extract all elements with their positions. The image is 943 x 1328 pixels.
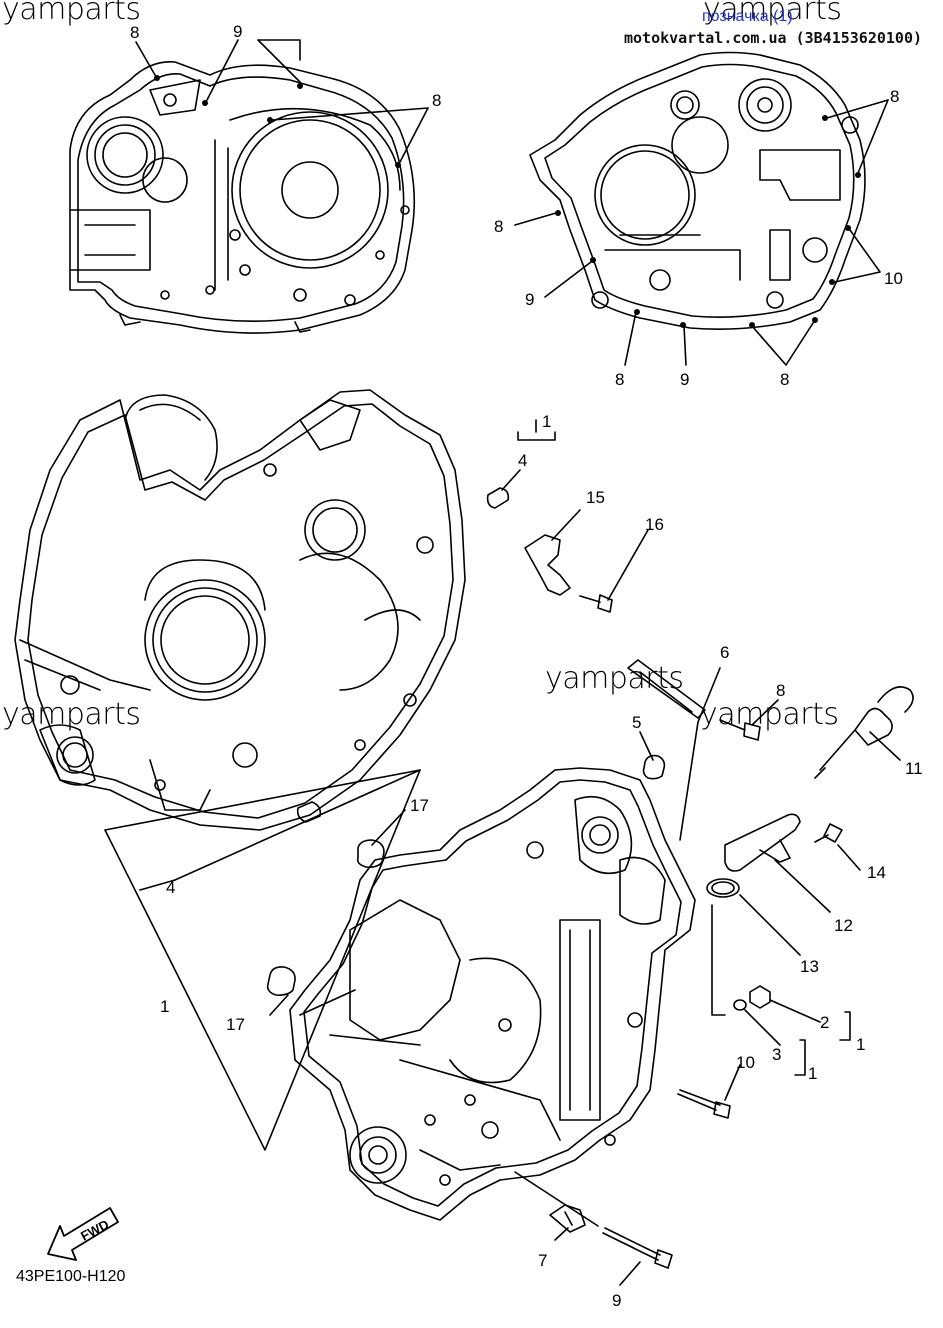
washer-3 — [733, 999, 747, 1011]
bolt-14 — [814, 823, 843, 843]
callout-label: 1 — [808, 1064, 817, 1083]
callout-label: 4 — [518, 451, 527, 470]
filler-tube-12 — [724, 813, 801, 872]
forward-arrow-icon: FWD — [40, 1196, 130, 1271]
diagram-code: 43PE100-H120 — [16, 1268, 126, 1285]
drain-plug-2 — [749, 985, 771, 1009]
callout-label: 8 — [494, 217, 503, 236]
top-right-crankcase-view — [529, 51, 866, 330]
callout-label: 12 — [834, 916, 853, 935]
dowel-pin-17-lower — [266, 966, 296, 996]
callout-label: 4 — [166, 878, 175, 897]
callout-label: 9 — [525, 290, 534, 309]
callout-label: 9 — [612, 1291, 621, 1310]
plate-15 — [524, 534, 571, 596]
callout-label: 8 — [130, 23, 139, 42]
fwd-label: FWD — [78, 1217, 111, 1244]
plate-6 — [627, 659, 706, 719]
bolt-16 — [579, 594, 613, 613]
callouts-main: 1 4 15 16 6 8 5 11 17 14 4 12 13 1 17 2 … — [160, 412, 923, 1310]
callouts-top-left: 8 9 8 — [130, 22, 441, 110]
right-crankcase-main — [289, 767, 696, 1221]
callout-label: 8 — [780, 370, 789, 389]
left-crankcase-main — [14, 389, 466, 831]
label-link[interactable]: позначка (1) — [702, 8, 793, 25]
collar-5 — [642, 754, 666, 780]
callout-label: 6 — [720, 643, 729, 662]
top-left-crankcase-view — [69, 61, 416, 334]
watermark: yamparts — [545, 661, 684, 696]
callout-label: 3 — [772, 1045, 781, 1064]
o-ring-13 — [706, 878, 740, 898]
dowel-pin-4-lower — [296, 801, 322, 823]
callout-label: 7 — [538, 1251, 547, 1270]
callout-label: 9 — [233, 22, 242, 41]
callout-label: 13 — [800, 957, 819, 976]
callout-label: 14 — [867, 863, 886, 882]
callout-label: 9 — [680, 370, 689, 389]
callout-label: 15 — [586, 488, 605, 507]
watermark: yamparts — [703, 0, 842, 27]
callout-label: 8 — [890, 87, 899, 106]
site-caption: motokvartal.com.ua (3B4153620100) — [624, 29, 923, 47]
dipstick-11 — [814, 686, 914, 779]
callout-label: 17 — [226, 1015, 245, 1034]
watermark: yamparts — [2, 697, 141, 732]
callout-label: 1 — [856, 1035, 865, 1054]
bolt-8 — [719, 719, 761, 741]
callouts-top-right: 8 8 9 10 8 9 8 — [494, 87, 903, 389]
callout-label: 1 — [542, 412, 551, 431]
callout-label: 10 — [736, 1053, 755, 1072]
callout-label: 17 — [410, 796, 429, 815]
dowel-pin-4-upper — [486, 487, 510, 509]
callout-label: 10 — [884, 269, 903, 288]
callout-label: 1 — [160, 997, 169, 1016]
watermark: yamparts — [700, 697, 839, 732]
dowel-pin-17-upper — [356, 839, 385, 868]
callout-label: 11 — [905, 759, 923, 778]
callout-label: 5 — [632, 713, 641, 732]
callout-label: 8 — [432, 91, 441, 110]
callout-label: 8 — [615, 370, 624, 389]
bolt-9 — [602, 1227, 673, 1269]
watermark: yamparts — [2, 0, 141, 27]
top-left-small-bolts — [160, 93, 410, 306]
callout-label: 16 — [645, 515, 664, 534]
bolt-10 — [677, 1089, 731, 1119]
callout-label: 2 — [820, 1013, 829, 1032]
callout-label: 8 — [776, 681, 785, 700]
